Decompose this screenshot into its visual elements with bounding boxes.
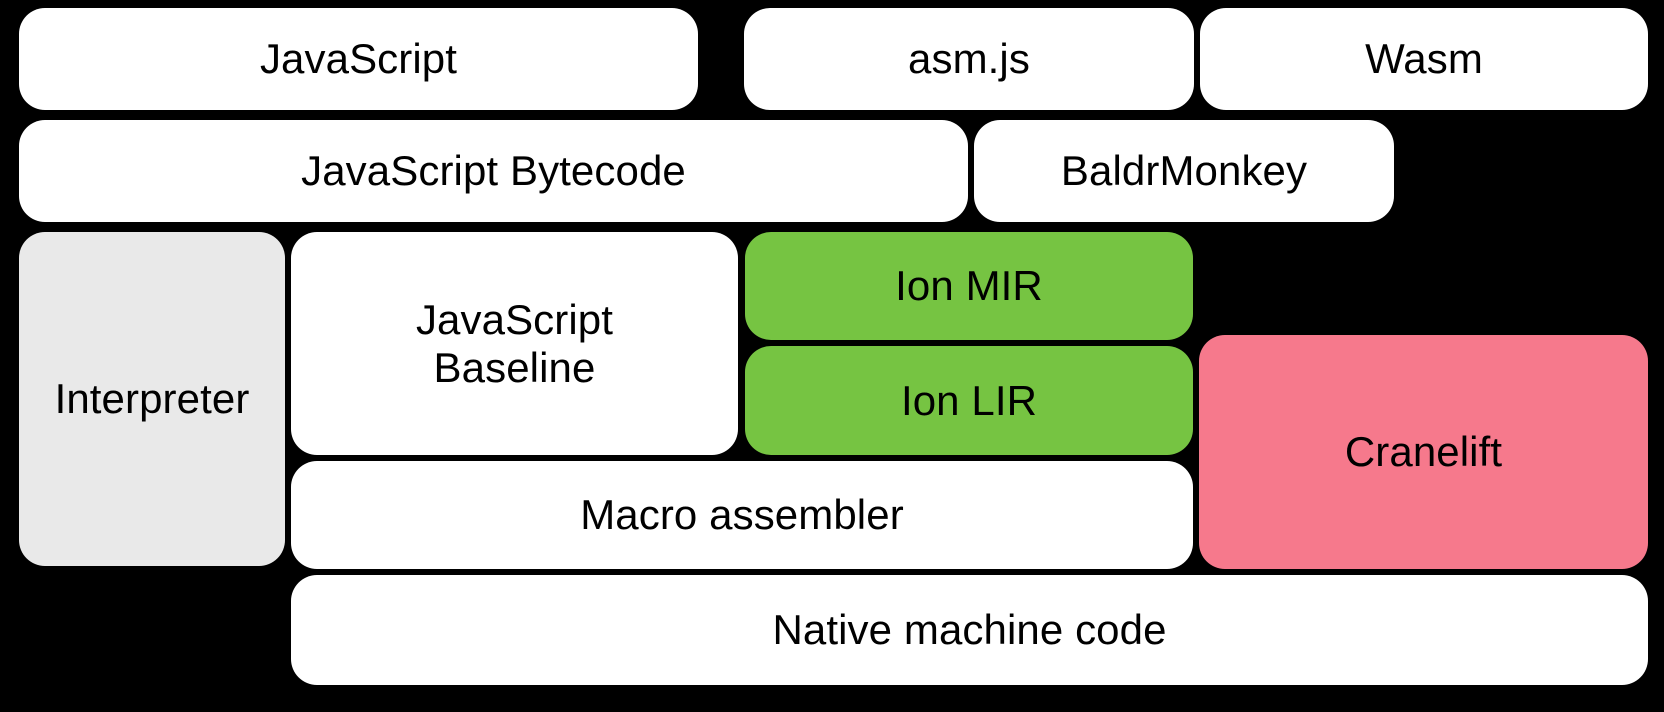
node-label-ion-mir: Ion MIR xyxy=(895,262,1043,310)
node-baldrmonkey: BaldrMonkey xyxy=(974,120,1394,222)
node-javascript-bytecode: JavaScript Bytecode xyxy=(19,120,968,222)
node-cranelift: Cranelift xyxy=(1199,335,1648,569)
node-native-machine-code: Native machine code xyxy=(291,575,1648,685)
node-ion-lir: Ion LIR xyxy=(745,346,1193,455)
node-wasm: Wasm xyxy=(1200,8,1648,110)
node-interpreter: Interpreter xyxy=(19,232,285,566)
node-label-javascript-baseline: JavaScript Baseline xyxy=(415,296,614,391)
node-javascript: JavaScript xyxy=(19,8,698,110)
node-label-cranelift: Cranelift xyxy=(1344,428,1503,476)
node-label-javascript-bytecode: JavaScript Bytecode xyxy=(301,147,686,195)
node-macro-assembler: Macro assembler xyxy=(291,461,1193,569)
node-label-javascript: JavaScript xyxy=(259,35,458,83)
node-label-wasm: Wasm xyxy=(1365,35,1483,83)
node-asm-js: asm.js xyxy=(744,8,1194,110)
node-label-interpreter: Interpreter xyxy=(54,375,250,423)
node-javascript-baseline: JavaScript Baseline xyxy=(291,232,738,455)
node-label-baldrmonkey: BaldrMonkey xyxy=(1060,147,1308,195)
node-label-macro-assembler: Macro assembler xyxy=(580,491,904,539)
node-ion-mir: Ion MIR xyxy=(745,232,1193,340)
node-label-native-machine-code: Native machine code xyxy=(772,606,1167,654)
node-label-ion-lir: Ion LIR xyxy=(900,376,1038,424)
node-label-asm-js: asm.js xyxy=(908,35,1030,83)
